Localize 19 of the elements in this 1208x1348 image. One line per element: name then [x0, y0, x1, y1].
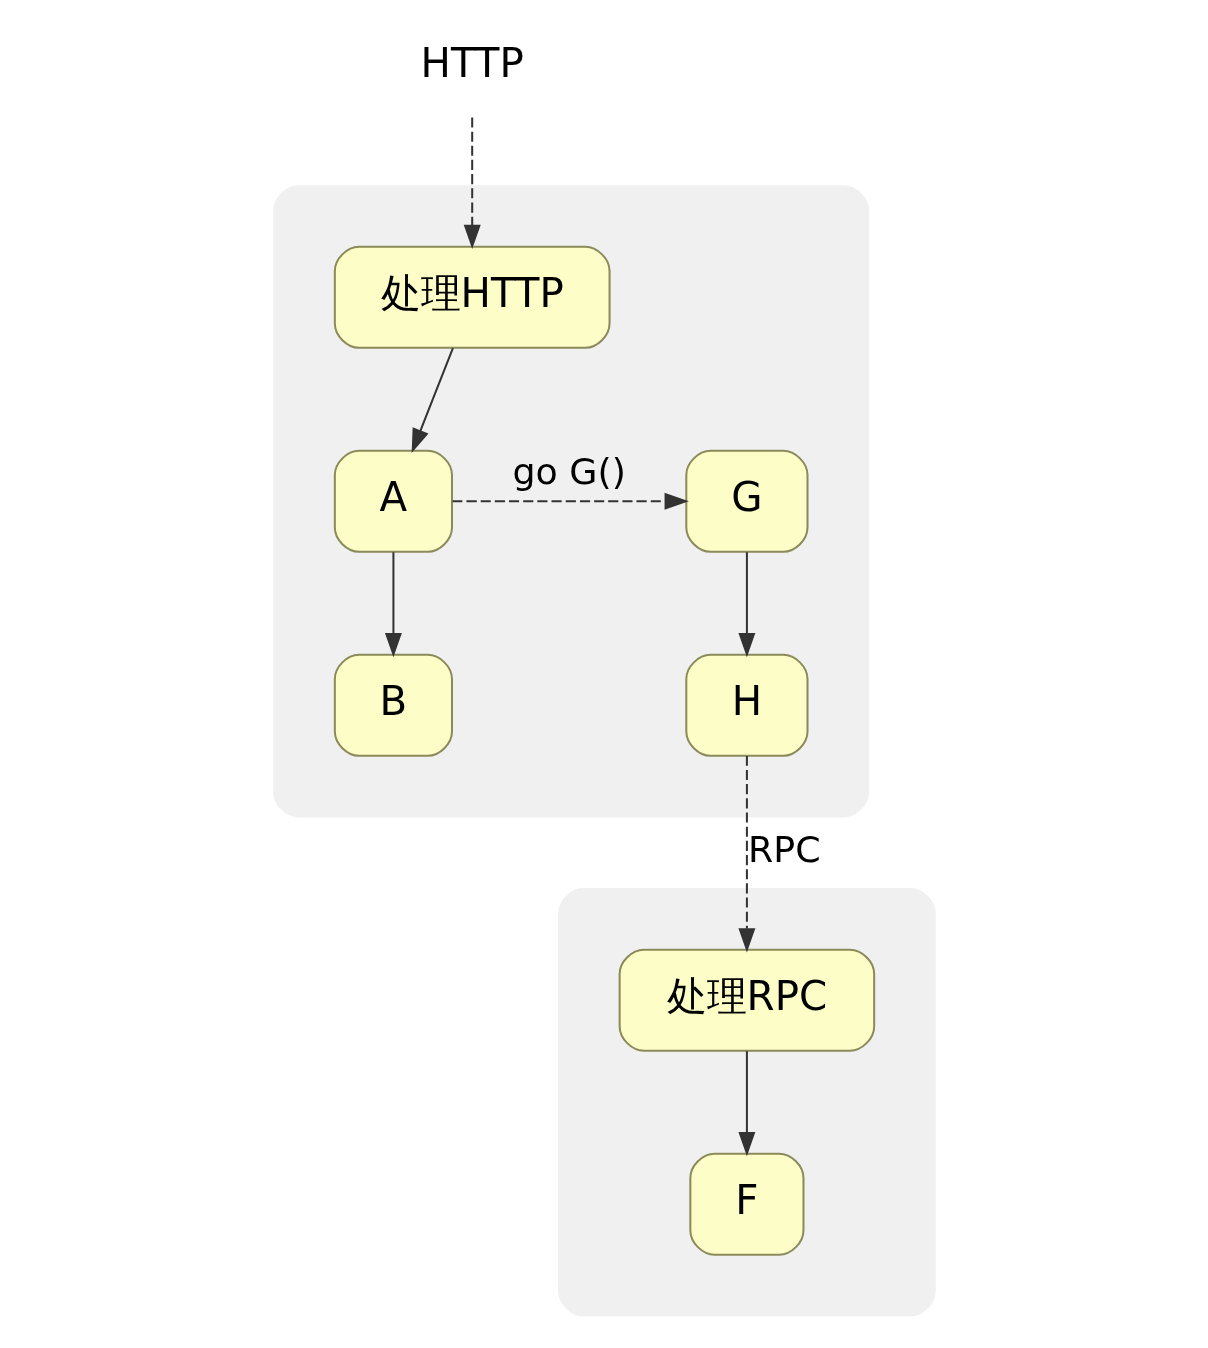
- node-box: F: [688, 1152, 804, 1256]
- arrow: [737, 1051, 755, 1157]
- arrow: [737, 756, 755, 953]
- node-box: A: [333, 449, 453, 553]
- arrow: [411, 347, 454, 453]
- node-box: H: [684, 653, 808, 757]
- cluster: [272, 185, 869, 818]
- edge-label: RPC: [747, 827, 821, 871]
- edge-label: go G(): [511, 449, 626, 493]
- arrow: [463, 117, 481, 250]
- node-box: G: [684, 449, 808, 553]
- cluster: [557, 888, 936, 1317]
- arrow: [452, 492, 689, 510]
- node-box: 处理RPC: [618, 948, 875, 1052]
- node-box: B: [333, 653, 453, 757]
- arrow: [737, 552, 755, 658]
- node-box: 处理HTTP: [333, 245, 611, 349]
- arrow: [384, 552, 402, 658]
- node-text: HTTP: [420, 40, 524, 88]
